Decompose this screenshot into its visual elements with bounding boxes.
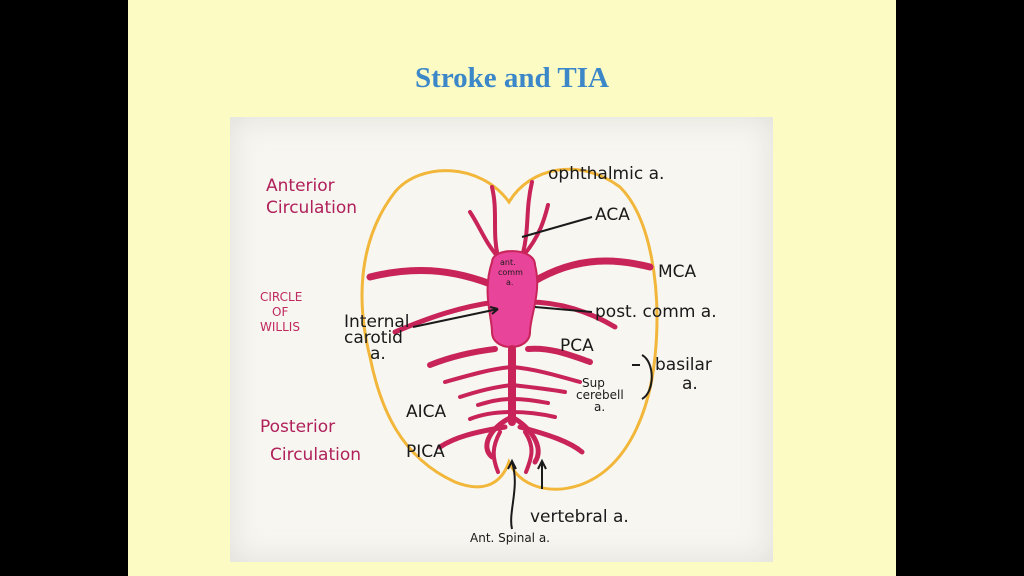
posterior-label-2: Circulation bbox=[270, 445, 361, 465]
anterior-label-1: Anterior bbox=[266, 176, 335, 196]
ant-comm-label-3: a. bbox=[506, 278, 513, 287]
ant-comm-label-1: ant. bbox=[500, 258, 516, 267]
aca-label: ACA bbox=[595, 205, 630, 225]
pca-label: PCA bbox=[560, 336, 594, 356]
willis-label-2: OF bbox=[272, 305, 288, 319]
aica-label: AICA bbox=[406, 402, 447, 422]
post-comm-label: post. comm a. bbox=[595, 302, 717, 322]
mca-label: MCA bbox=[658, 262, 697, 282]
circle-of-willis-diagram: Anterior Circulation CIRCLE OF WILLIS Po… bbox=[230, 117, 773, 562]
internal-carotid-label-3: a. bbox=[370, 344, 386, 364]
basilar-label-1: basilar bbox=[655, 355, 712, 375]
anterior-label-2: Circulation bbox=[266, 198, 357, 218]
willis-label-1: CIRCLE bbox=[260, 290, 302, 304]
pica-label: PICA bbox=[406, 442, 445, 462]
slide: Stroke and TIA bbox=[128, 0, 896, 576]
basilar-label-2: a. bbox=[682, 374, 698, 394]
letterbox-right bbox=[896, 0, 1024, 576]
slide-title: Stroke and TIA bbox=[128, 62, 896, 95]
posterior-label-1: Posterior bbox=[260, 417, 335, 437]
basilar-artery bbox=[445, 349, 580, 422]
willis-label-3: WILLIS bbox=[260, 320, 300, 334]
anterior-vessels bbox=[470, 182, 548, 257]
ant-comm-label-2: comm bbox=[498, 268, 523, 277]
diagram-photo: Anterior Circulation CIRCLE OF WILLIS Po… bbox=[230, 117, 773, 562]
vertebral-label: vertebral a. bbox=[530, 507, 629, 527]
ant-spinal-label: Ant. Spinal a. bbox=[470, 531, 550, 545]
sup-cerebellar-label-3: a. bbox=[594, 400, 605, 414]
ophthalmic-label: ophthalmic a. bbox=[548, 164, 664, 184]
letterbox-left bbox=[0, 0, 128, 576]
